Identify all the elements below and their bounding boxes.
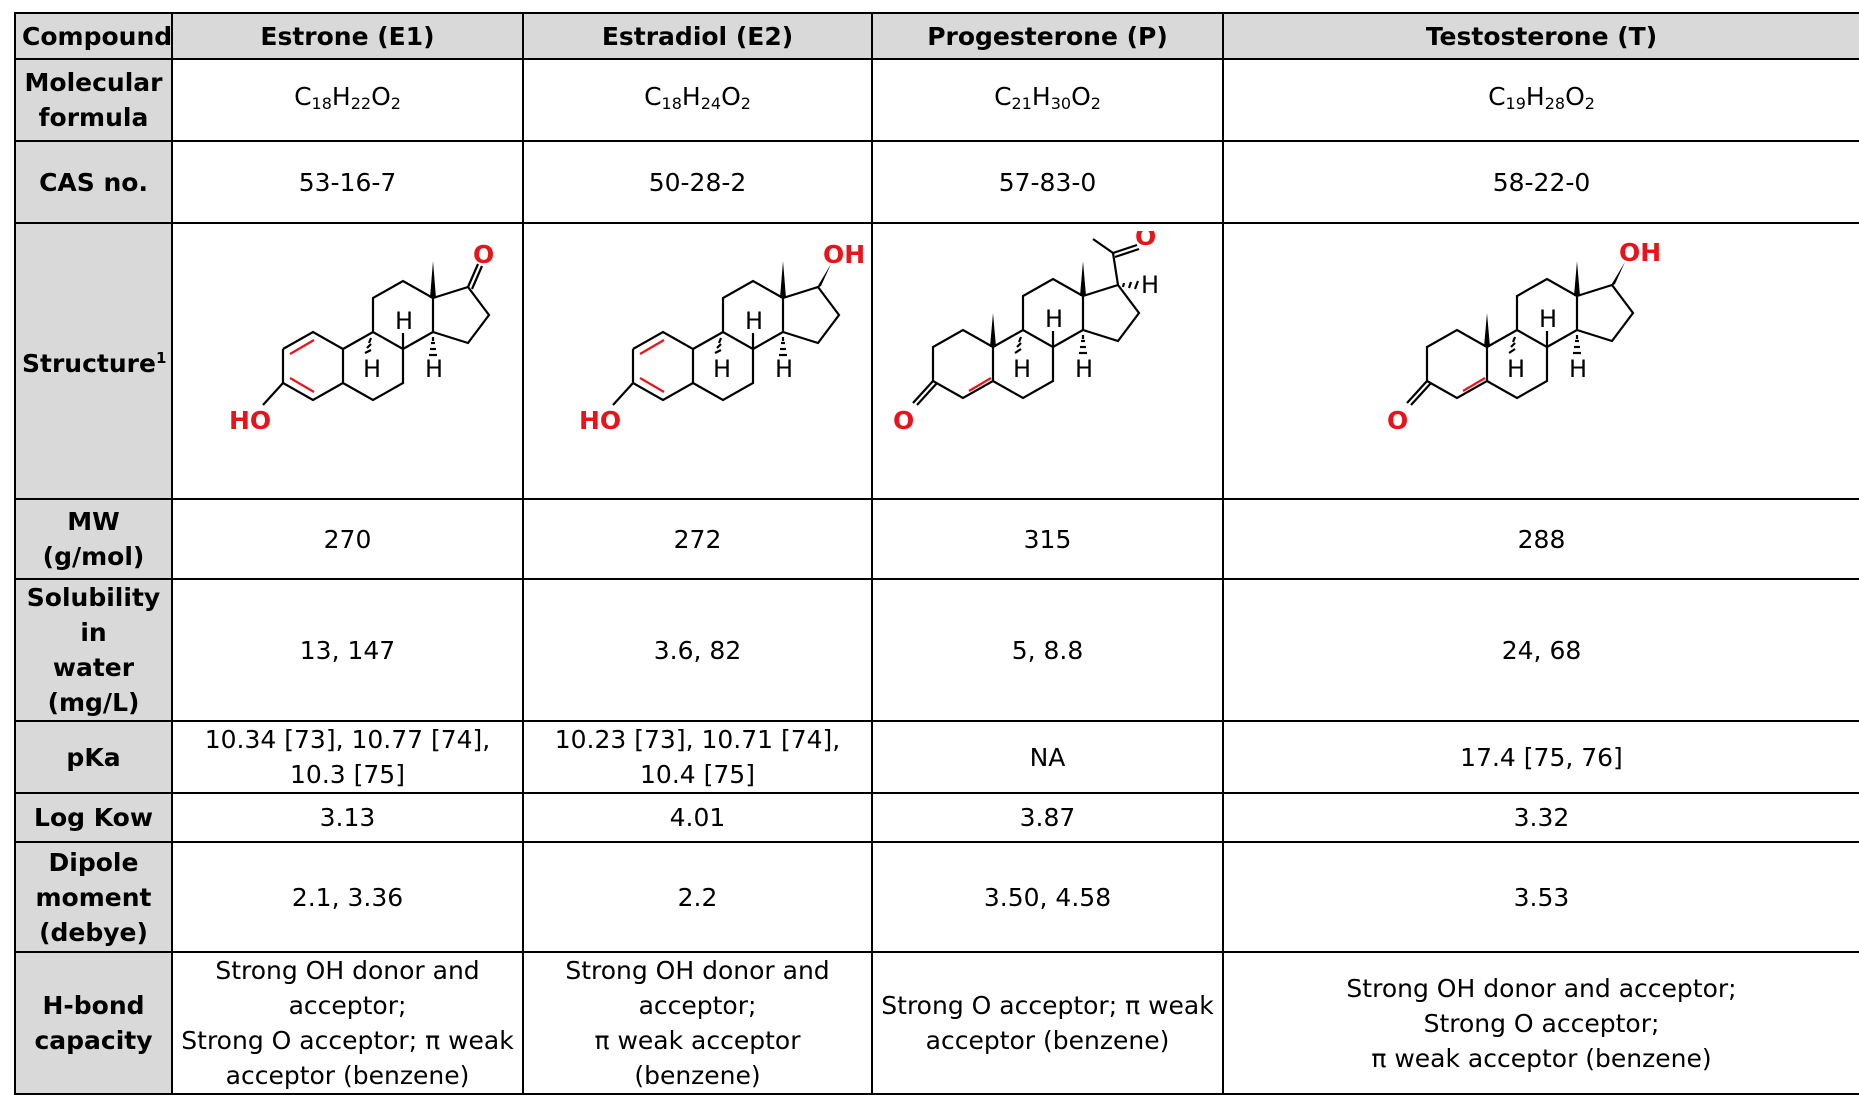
- progesterone-h14: H: [1075, 355, 1093, 383]
- progesterone-structure-image: O O H H H H: [893, 231, 1159, 435]
- estradiol-h3: H: [775, 355, 793, 383]
- estradiol-hydroxyl-3: HO: [579, 406, 621, 435]
- mw-testosterone: 288: [1222, 498, 1859, 580]
- estradiol-hydroxyl-17: OH: [823, 240, 863, 269]
- formula-row: Molecular formula C18H22O2 C18H24O2 C21H…: [14, 58, 1859, 142]
- hbond-testosterone: Strong OH donor and acceptor; Strong O a…: [1222, 951, 1859, 1095]
- structure-label: Structure1: [14, 222, 173, 500]
- structure-progesterone: O O H H H H: [871, 222, 1224, 500]
- estrone-h3: H: [425, 355, 443, 383]
- solubility-estrone: 13, 147: [171, 578, 524, 722]
- hbond-estradiol: Strong OH donor and acceptor; π weak acc…: [522, 951, 873, 1095]
- header-estradiol: Estradiol (E2): [522, 12, 873, 60]
- structure-testosterone: OH O H H H: [1222, 222, 1859, 500]
- pka-row: pKa 10.34 [73], 10.77 [74], 10.3 [75] 10…: [14, 720, 1859, 794]
- formula-progesterone: C21H30O2: [871, 58, 1224, 142]
- solubility-estradiol: 3.6, 82: [522, 578, 873, 722]
- hbond-progesterone: Strong O acceptor; π weak acceptor (benz…: [871, 951, 1224, 1095]
- pka-progesterone: NA: [871, 720, 1224, 794]
- header-estrone: Estrone (E1): [171, 12, 524, 60]
- header-testosterone: Testosterone (T): [1222, 12, 1859, 60]
- cas-label: CAS no.: [14, 140, 173, 224]
- structure-row: Structure1 O HO H H H: [14, 222, 1859, 500]
- estradiol-h1: H: [745, 307, 763, 335]
- hbond-estrone: Strong OH donor and acceptor; Strong O a…: [171, 951, 524, 1095]
- dipole-row: Dipole moment (debye) 2.1, 3.36 2.2 3.50…: [14, 841, 1859, 953]
- logkow-progesterone: 3.87: [871, 792, 1224, 843]
- logkow-label: Log Kow: [14, 792, 173, 843]
- testosterone-h14: H: [1569, 355, 1587, 383]
- formula-label: Molecular formula: [14, 58, 173, 142]
- properties-table: Compound Estrone (E1) Estradiol (E2) Pro…: [14, 12, 1859, 1095]
- estrone-h1: H: [395, 307, 413, 335]
- hbond-row: H-bond capacity Strong OH donor and acce…: [14, 951, 1859, 1095]
- testosterone-h9: H: [1507, 355, 1525, 383]
- progesterone-h17: H: [1141, 271, 1159, 299]
- mw-row: MW (g/mol) 270 272 315 288: [14, 498, 1859, 580]
- cas-progesterone: 57-83-0: [871, 140, 1224, 224]
- dipole-label: Dipole moment (debye): [14, 841, 173, 953]
- header-row: Compound Estrone (E1) Estradiol (E2) Pro…: [14, 12, 1859, 60]
- cas-estrone: 53-16-7: [171, 140, 524, 224]
- dipole-estrone: 2.1, 3.36: [171, 841, 524, 953]
- testosterone-structure-image: OH O H H H: [1387, 238, 1661, 435]
- formula-label-line2: formula: [38, 103, 149, 132]
- estrone-oxygen: O: [473, 240, 494, 269]
- dipole-testosterone: 3.53: [1222, 841, 1859, 953]
- progesterone-acetyl-oxygen: O: [1135, 231, 1156, 251]
- mw-estrone: 270: [171, 498, 524, 580]
- formula-estrone: C18H22O2: [171, 58, 524, 142]
- formula-estradiol: C18H24O2: [522, 58, 873, 142]
- structure-estrone: O HO H H H: [171, 222, 524, 500]
- pka-testosterone: 17.4 [75, 76]: [1222, 720, 1859, 794]
- pka-estrone: 10.34 [73], 10.77 [74], 10.3 [75]: [171, 720, 524, 794]
- solubility-label: Solubility in water (mg/L): [14, 578, 173, 722]
- header-compound: Compound: [14, 12, 173, 60]
- cas-row: CAS no. 53-16-7 50-28-2 57-83-0 58-22-0: [14, 140, 1859, 224]
- pka-label: pKa: [14, 720, 173, 794]
- testosterone-hydroxyl: OH: [1619, 238, 1661, 267]
- estradiol-h2: H: [713, 355, 731, 383]
- hbond-label: H-bond capacity: [14, 951, 173, 1095]
- solubility-progesterone: 5, 8.8: [871, 578, 1224, 722]
- dipole-progesterone: 3.50, 4.58: [871, 841, 1224, 953]
- header-progesterone: Progesterone (P): [871, 12, 1224, 60]
- dipole-estradiol: 2.2: [522, 841, 873, 953]
- testosterone-h8: H: [1539, 305, 1557, 333]
- solubility-row: Solubility in water (mg/L) 13, 147 3.6, …: [14, 578, 1859, 722]
- progesterone-h9: H: [1013, 355, 1031, 383]
- testosterone-ketone-oxygen: O: [1387, 406, 1408, 435]
- structure-estradiol: OH HO H H H: [522, 222, 873, 500]
- logkow-estrone: 3.13: [171, 792, 524, 843]
- mw-progesterone: 315: [871, 498, 1224, 580]
- mw-estradiol: 272: [522, 498, 873, 580]
- logkow-row: Log Kow 3.13 4.01 3.87 3.32: [14, 792, 1859, 843]
- estradiol-structure-image: OH HO H H H: [579, 240, 863, 435]
- estrone-h2: H: [363, 355, 381, 383]
- formula-label-line1: Molecular: [24, 68, 163, 97]
- mw-label: MW (g/mol): [14, 498, 173, 580]
- logkow-testosterone: 3.32: [1222, 792, 1859, 843]
- estrone-hydroxyl: HO: [229, 406, 271, 435]
- cas-testosterone: 58-22-0: [1222, 140, 1859, 224]
- progesterone-h8: H: [1045, 305, 1063, 333]
- progesterone-ketone-oxygen: O: [893, 406, 914, 435]
- solubility-testosterone: 24, 68: [1222, 578, 1859, 722]
- pka-estradiol: 10.23 [73], 10.71 [74], 10.4 [75]: [522, 720, 873, 794]
- cas-estradiol: 50-28-2: [522, 140, 873, 224]
- formula-testosterone: C19H28O2: [1222, 58, 1859, 142]
- estrone-structure-image: O HO H H H: [229, 240, 494, 435]
- logkow-estradiol: 4.01: [522, 792, 873, 843]
